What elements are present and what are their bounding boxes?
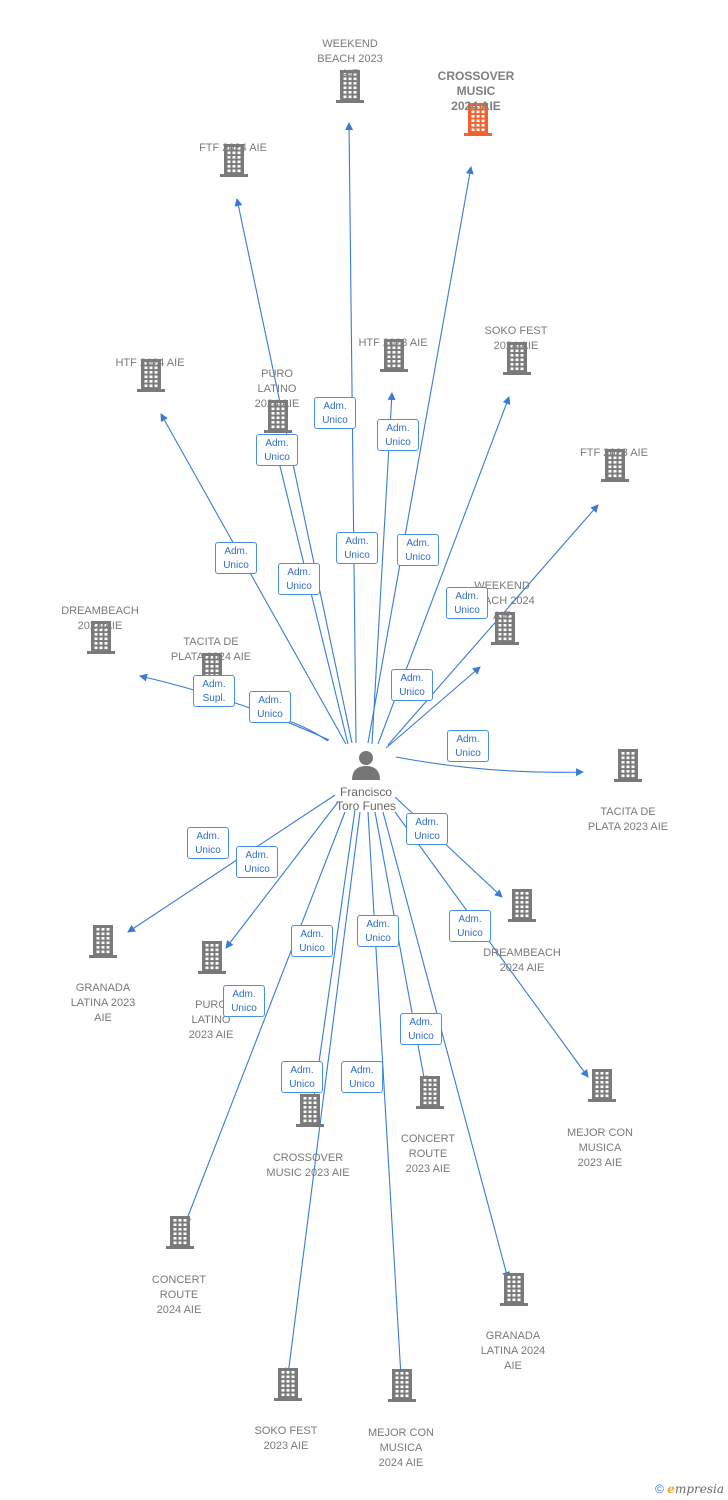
role-badge-puro-latino-2024[interactable]: Adm. Unico xyxy=(278,563,320,595)
company-label-granada-latina-2024[interactable]: GRANADA LATINA 2024 AIE xyxy=(480,1330,546,1372)
footer-brand: © empresia xyxy=(655,1482,724,1496)
edge-puro-latino-2023 xyxy=(225,801,339,949)
building-icon[interactable] xyxy=(490,610,520,646)
center-person-name[interactable]: Francisco Toro Funes xyxy=(335,785,397,813)
brand-logo: empresia xyxy=(667,1482,724,1496)
building-icon[interactable] xyxy=(197,939,227,975)
role-badge-tacita-de-plata-2024[interactable]: Adm. Unico xyxy=(249,691,291,723)
role-badge-dreambeach-2024[interactable]: Adm. Unico xyxy=(406,813,448,845)
company-label-dreambeach-2024[interactable]: DREAMBEACH 2024 AIE xyxy=(483,947,561,974)
company-label-htf-2024[interactable]: HTF 2024 AIE xyxy=(115,357,185,369)
person-icon[interactable] xyxy=(350,748,382,782)
building-icon[interactable] xyxy=(613,747,643,783)
edge-granada-latina-2023 xyxy=(127,794,336,933)
company-label-crossover-music-2024[interactable]: CROSSOVER MUSIC 2024 AIE xyxy=(437,69,515,113)
role-badge-concert-route-2024[interactable]: Adm. Unico xyxy=(223,985,265,1017)
edge-granada-latina-2024 xyxy=(382,811,511,1280)
company-label-weekend-beach-2023[interactable]: WEEKEND BEACH 2023 AIE xyxy=(317,38,383,80)
building-icon[interactable] xyxy=(587,1067,617,1103)
role-badge-tacita-de-plata-2023[interactable]: Adm. Unico xyxy=(447,730,489,762)
role-badge-htf-2024[interactable]: Adm. Unico xyxy=(215,542,257,574)
building-icon[interactable] xyxy=(136,357,166,393)
company-label-dreambeach-2023[interactable]: DREAMBEACH 2023 AIE xyxy=(61,605,139,632)
company-label-crossover-music-2023[interactable]: CROSSOVER MUSIC 2023 AIE xyxy=(266,1152,350,1179)
building-icon[interactable] xyxy=(507,887,537,923)
edge-puro-latino-2024 xyxy=(275,457,349,745)
edge-crossover-music-2023 xyxy=(310,809,356,1105)
building-icon[interactable] xyxy=(415,1074,445,1110)
company-label-concert-route-2023[interactable]: CONCERT ROUTE 2023 AIE xyxy=(400,1133,456,1175)
edge-concert-route-2024 xyxy=(183,811,346,1225)
company-label-htf-2023[interactable]: HTF 2023 AIE xyxy=(358,337,428,349)
company-label-mejor-con-musica-2023[interactable]: MEJOR CON MUSICA 2023 AIE xyxy=(567,1127,633,1169)
company-label-soko-fest-2024[interactable]: SOKO FEST 2024 AIE xyxy=(484,325,548,352)
edge-layer xyxy=(127,122,599,1378)
company-label-puro-latino-2024[interactable]: PURO LATINO 2024 AIE xyxy=(254,368,300,410)
building-icon[interactable] xyxy=(379,337,409,373)
building-icon[interactable] xyxy=(502,340,532,376)
edge-dreambeach-2023 xyxy=(139,673,330,741)
company-label-mejor-con-musica-2024[interactable]: MEJOR CON MUSICA 2024 AIE xyxy=(368,1427,434,1469)
role-badge-crossover-music-2023[interactable]: Adm. Unico xyxy=(291,925,333,957)
edge-htf-2024 xyxy=(160,413,347,745)
company-label-ftf-2024[interactable]: FTF 2024 AIE xyxy=(199,142,267,154)
company-label-granada-latina-2023[interactable]: GRANADA LATINA 2023 AIE xyxy=(70,982,136,1024)
company-label-soko-fest-2023[interactable]: SOKO FEST 2023 AIE xyxy=(254,1425,318,1452)
role-badge-soko-fest-2024[interactable]: Adm. Unico xyxy=(397,534,439,566)
company-label-tacita-de-plata-2023[interactable]: TACITA DE PLATA 2023 AIE xyxy=(587,806,669,833)
edge-ftf-2023 xyxy=(387,504,599,746)
role-badge-htf-2023[interactable]: Adm. Unico xyxy=(336,532,378,564)
role-badge-ftf-2024[interactable]: Adm. Unico xyxy=(256,434,298,466)
building-icon[interactable] xyxy=(88,923,118,959)
role-badge-granada-latina-2024[interactable]: Adm. Unico xyxy=(400,1013,442,1045)
role-badge-weekend-beach-2023[interactable]: Adm. Unico xyxy=(314,397,356,429)
role-badge-dreambeach-2023[interactable]: Adm. Supl. xyxy=(193,675,235,707)
role-badge-mejor-con-musica-2023[interactable]: Adm. Unico xyxy=(449,910,491,942)
role-badge-weekend-beach-2024[interactable]: Adm. Unico xyxy=(391,669,433,701)
role-badge-soko-fest-2023[interactable]: Adm. Unico xyxy=(281,1061,323,1093)
copyright-icon: © xyxy=(655,1482,664,1496)
building-icon[interactable] xyxy=(165,1214,195,1250)
edge-tacita-de-plata-2023 xyxy=(395,756,584,777)
edge-soko-fest-2023 xyxy=(284,811,361,1376)
building-icon[interactable] xyxy=(295,1092,325,1128)
building-icon[interactable] xyxy=(600,447,630,483)
role-badge-ftf-2023[interactable]: Adm. Unico xyxy=(446,587,488,619)
company-label-puro-latino-2023[interactable]: PURO LATINO 2023 AIE xyxy=(188,999,234,1041)
edge-mejor-con-musica-2024 xyxy=(367,811,405,1378)
edge-htf-2023 xyxy=(371,392,396,745)
role-badge-concert-route-2023[interactable]: Adm. Unico xyxy=(357,915,399,947)
building-icon[interactable] xyxy=(463,101,493,137)
building-icon[interactable] xyxy=(387,1367,417,1403)
building-icon[interactable] xyxy=(219,142,249,178)
role-badge-crossover-music-2024[interactable]: Adm. Unico xyxy=(377,419,419,451)
edge-crossover-music-2024 xyxy=(367,166,474,744)
building-icon[interactable] xyxy=(86,619,116,655)
role-badge-puro-latino-2023[interactable]: Adm. Unico xyxy=(236,846,278,878)
building-icon[interactable] xyxy=(273,1366,303,1402)
building-icon[interactable] xyxy=(499,1271,529,1307)
company-label-tacita-de-plata-2024[interactable]: TACITA DE PLATA 2024 AIE xyxy=(170,636,252,663)
edge-weekend-beach-2023 xyxy=(345,122,357,744)
company-label-ftf-2023[interactable]: FTF 2023 AIE xyxy=(580,447,648,459)
role-badge-granada-latina-2023[interactable]: Adm. Unico xyxy=(187,827,229,859)
edge-ftf-2024 xyxy=(234,198,353,744)
building-icon[interactable] xyxy=(263,398,293,434)
role-badge-mejor-con-musica-2024[interactable]: Adm. Unico xyxy=(341,1061,383,1093)
building-icon[interactable] xyxy=(335,68,365,104)
company-label-concert-route-2024[interactable]: CONCERT ROUTE 2024 AIE xyxy=(151,1274,207,1316)
edge-mejor-con-musica-2023 xyxy=(394,811,589,1078)
edge-weekend-beach-2024 xyxy=(385,666,481,749)
